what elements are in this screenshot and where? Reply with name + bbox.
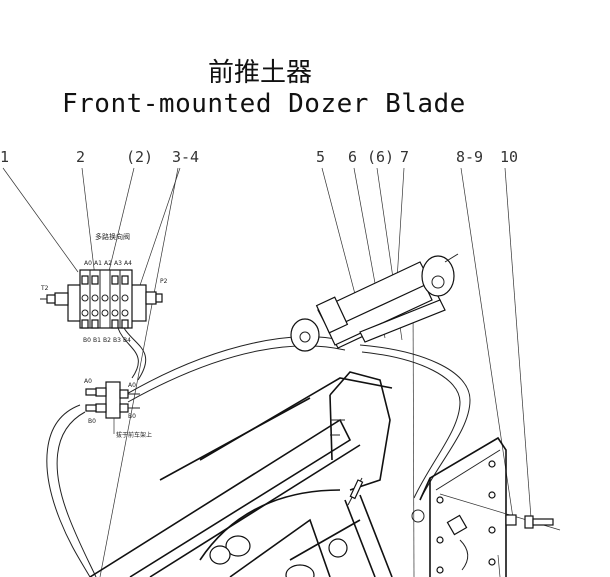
leader-lines — [2, 167, 532, 577]
coupler-left-b0: B0 — [88, 418, 96, 425]
callout-3-4: 3-4 — [172, 148, 199, 166]
callout-6-paren: (6) — [367, 148, 394, 166]
multi-way-valve: 多路换向阀 T2 P2 A0 A1 A2 A3 A4 B0 B1 B2 B3 B… — [40, 232, 168, 344]
callout-10: 10 — [500, 148, 518, 166]
port-b3-label: B3 — [113, 337, 121, 344]
port-b2-label: B2 — [103, 337, 111, 344]
coupler-right-b0: B0 — [128, 413, 136, 420]
hydraulic-cylinder — [290, 253, 459, 352]
callout-2-paren: (2) — [126, 148, 153, 166]
port-a0-label: A0 — [84, 260, 92, 267]
port-a1-label: A1 — [94, 260, 102, 267]
hydraulic-hoses — [46, 327, 471, 577]
callout-5: 5 — [316, 148, 325, 166]
coupler-note: 拔于前车架上 — [116, 431, 152, 439]
port-b4-label: B4 — [123, 337, 131, 344]
coupler-right-a0: A0 — [128, 382, 136, 389]
port-b1-label: B1 — [93, 337, 101, 344]
port-a3-label: A3 — [114, 260, 122, 267]
callout-1: 1 — [0, 148, 9, 166]
port-a2-label: A2 — [104, 260, 112, 267]
coupler-left-a0: A0 — [84, 378, 92, 385]
callout-2: 2 — [76, 148, 85, 166]
quick-coupler: A0 B0 A0 B0 拔于前车架上 — [84, 378, 152, 439]
port-p2-label: P2 — [160, 278, 168, 285]
callout-7: 7 — [400, 148, 409, 166]
bolt-nut — [505, 514, 554, 529]
callout-6: 6 — [348, 148, 357, 166]
port-t2-label: T2 — [40, 285, 49, 292]
port-b0-label: B0 — [83, 337, 91, 344]
title-chinese: 前推土器 — [207, 58, 312, 88]
callout-8-9: 8-9 — [456, 148, 483, 166]
title-english: Front-mounted Dozer Blade — [62, 89, 466, 119]
blade-plate — [411, 436, 561, 577]
valve-label: 多路换向阀 — [95, 232, 130, 241]
port-a4-label: A4 — [124, 260, 132, 267]
lift-frame — [89, 371, 393, 577]
